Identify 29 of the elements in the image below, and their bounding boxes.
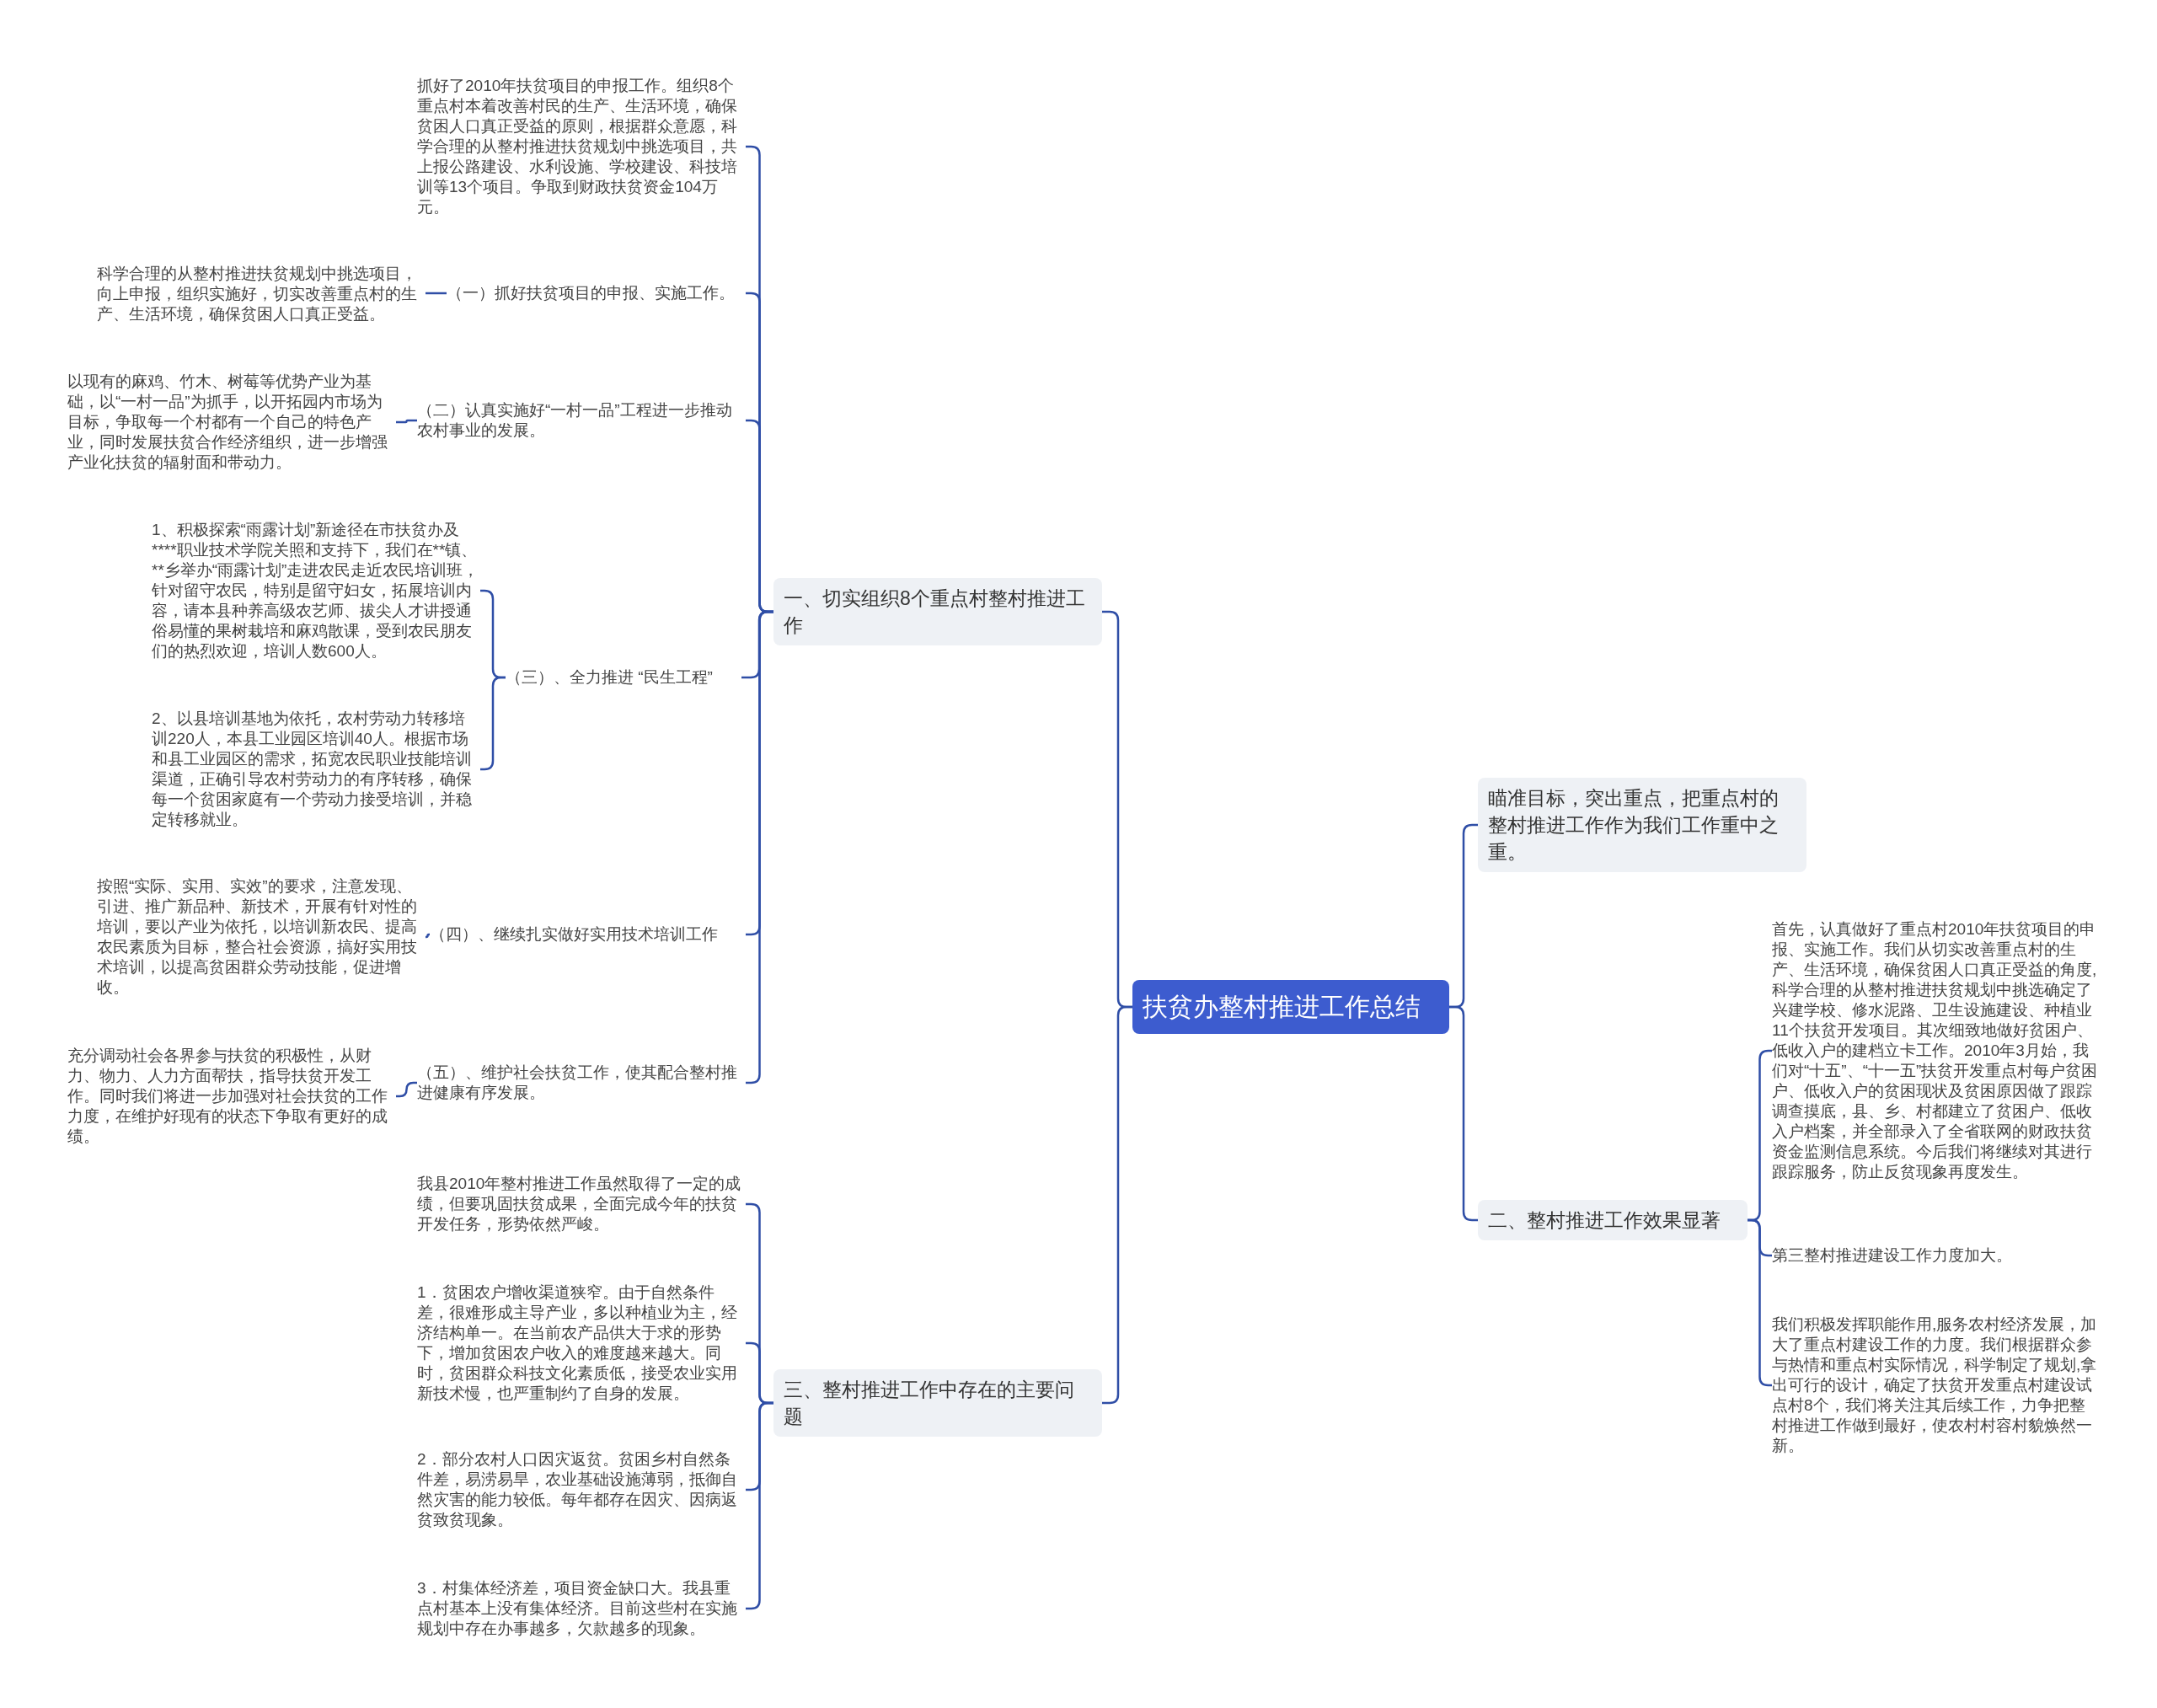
topic-text: 科学合理的从整村推进扶贫规划中挑选项目，向上申报，组织实施好，切实改善重点村的生产、生活环境，确保贫困人口真正受益。 xyxy=(97,264,426,324)
topic-text: 2、以县培训基地为依托，农村劳动力转移培训220人，本县工业园区培训40人。根据市场和县工业园区的需求，拓宽农民职业技能培训渠道，正确引导农村劳动力的有序转移，确保每一个贫困家庭有一个劳动力接受培训，并稳定转移就业。 xyxy=(152,709,480,830)
topic-text: 1．贫困农户增收渠道狭窄。由于自然条件差，很难形成主导产业，多以种植业为主，经济结构单一。在当前农产品供大于求的形势下，增加贫困农户收入的难度越来越大。同时，贫困群众科技文化素质低，接受农业实用新技术慢，也严重制约了自身的发展。 xyxy=(417,1282,746,1404)
topic-text: （五）、维护社会扶贫工作，使其配合整村推进健康有序发展。 xyxy=(417,1063,746,1103)
topic-text: 我县2010年整村推进工作虽然取得了一定的成绩，但要巩固扶贫成果，全面完成今年的扶贫开发任务，形势依然严峻。 xyxy=(417,1174,746,1234)
topic-text: 按照“实际、实用、实效”的要求，注意发现、引进、推广新品种、新技术，开展有针对性的培训，要以产业为依托，以培训新农民、提高农民素质为目标，整合社会资源，搞好实用技术培训，以提高贫困群众劳动技能，促进增收。 xyxy=(97,876,426,998)
connector-line xyxy=(396,419,417,424)
topic-text: （四）、继续扎实做好实用技术培训工作 xyxy=(430,924,746,945)
topic-text: 充分调动社会各界参与扶贫的积极性，从财力、物力、人力方面帮扶，指导扶贫开发工作。同时我们将进一步加强对社会扶贫的工作力度，在维护好现有的状态下争取有更好的成绩。 xyxy=(67,1046,396,1147)
topic-text: 3．村集体经济差，项目资金缺口大。我县重点村基本上没有集体经济。目前这些村在实施规划中存在办事越多，欠款越多的现象。 xyxy=(417,1578,746,1639)
topic-box: 二、整村推进工作效果显著 xyxy=(1478,1200,1748,1240)
topic-text: （一）抓好扶贫项目的申报、实施工作。 xyxy=(447,283,746,303)
topic-text: 2．部分农村人口因灾返贫。贫困乡村自然条件差，易涝易旱，农业基础设施薄弱，抵御自然灾害的能力较低。每年都存在因灾、因病返贫致贫现象。 xyxy=(417,1449,746,1530)
topic-text: （三）、全力推进 “民生工程” xyxy=(506,667,741,688)
topic-text: 首先，认真做好了重点村2010年扶贫项目的申报、实施工作。我们从切实改善重点村的生产、生活环境，确保贫困人口真正受益的角度,科学合理的从整村推进扶贫规划中挑选确定了兴建学校、修水泥路、卫生设施建设、种植业11个扶贫开发项目。其次细致地做好贫困户、低收入户的建档立卡工作。2010年3月始，我们对“十五”、“十一五”扶贫开发重点村每户贫困户、低收入户的贫困现状及贫困原因做了跟踪调查摸底，县、乡、村都建立了贫困户、低收入户档案，并全部录入了全省联网的财政扶贫资金监测信息系统。今后我们将继续对其进行跟踪服务，防止反贫现象再度发生。 xyxy=(1772,919,2101,1182)
topic-text: 以现有的麻鸡、竹木、树莓等优势产业为基础，以“一村一品”为抓手，以开拓园内市场为目标，争取每一个村都有一个自己的特色产业，同时发展扶贫合作经济组织，进一步增强产业化扶贫的辐射面和带动力。 xyxy=(67,372,396,473)
connector-line xyxy=(425,933,431,939)
topic-box: 瞄准目标，突出重点，把重点村的整村推进工作作为我们工作重中之重。 xyxy=(1478,778,1806,872)
topic-text: 1、积极探索“雨露计划”新途径在市扶贫办及****职业技术学院关照和支持下，我们在**镇、**乡举办“雨露计划”走进农民走近农民培训班，针对留守农民，特别是留守妇女，拓展培训内容，请本县种养高级农艺师、拔尖人才讲授通俗易懂的果树栽培和麻鸡散课，受到农民朋友们的热烈欢迎，培训人数600人。 xyxy=(152,520,480,661)
connector-line xyxy=(396,1081,417,1098)
topic-text: 抓好了2010年扶贫项目的申报工作。组织8个重点村本着改善村民的生产、生活环境，确保贫困人口真正受益的原则，根据群众意愿，科学合理的从整村推进扶贫规划中挑选项目，共上报公路建设、水利设施、学校建设、科技培训等13个项目。争取到财政扶贫资金104万元。 xyxy=(417,76,746,217)
topic-box: 三、整村推进工作中存在的主要问题 xyxy=(773,1369,1102,1437)
topic-text: 我们积极发挥职能作用,服务农村经济发展，加大了重点村建设工作的力度。我们根据群众参与热情和重点村实际情况，科学制定了规划,拿出可行的设计，确定了扶贫开发重点村建设试点村8个，我们将关注其后续工作，力争把整村推进工作做到最好，使农村村容村貌焕然一新。 xyxy=(1772,1314,2101,1456)
connector-line xyxy=(426,292,447,295)
topic-text: （二）认真实施好“一村一品”工程进一步推动农村事业的发展。 xyxy=(417,400,746,441)
connector-line xyxy=(1102,1005,1132,1405)
central-topic-box: 扶贫办整村推进工作总结 xyxy=(1132,980,1449,1034)
topic-box: 一、切实组织8个重点村整村推进工作 xyxy=(773,578,1102,645)
topic-text: 第三整村推进建设工作力度加大。 xyxy=(1772,1245,2101,1266)
